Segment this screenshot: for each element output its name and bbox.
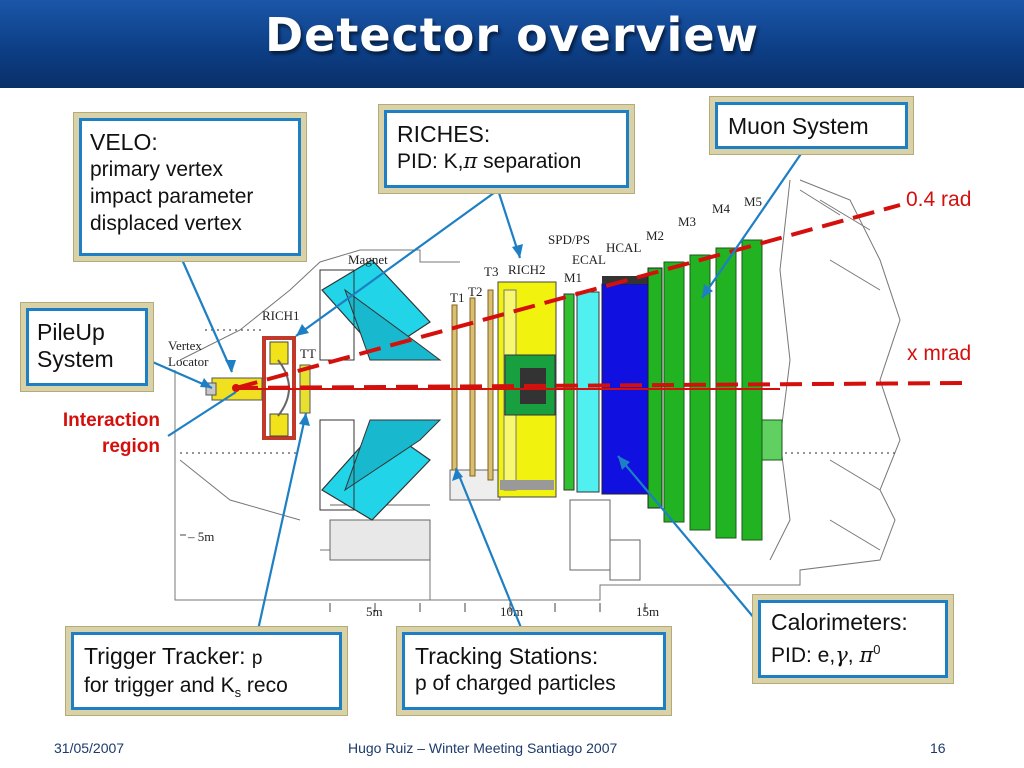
label-rich2: RICH2: [508, 262, 546, 277]
label-m1: M1: [564, 270, 582, 285]
cavern-outline: [174, 179, 901, 601]
label-hcal: HCAL: [606, 240, 641, 255]
pileup-line-1: PileUp: [37, 319, 105, 345]
diagram-text: Magnet RICH1 Vertex Locator TT T1 T2 T3 …: [168, 194, 762, 619]
label-axis-minus5m: – 5m: [187, 529, 214, 544]
tracking-title: Tracking Stations:: [415, 643, 599, 669]
pileup-line-2: System: [37, 346, 114, 372]
calorimeters-callout: Calorimeters: PID: e,γ, π0: [758, 600, 948, 678]
muon-title: Muon System: [728, 113, 869, 139]
m1-station: [563, 293, 575, 491]
label-t3: T3: [484, 264, 498, 279]
p-symbol: p: [251, 648, 263, 669]
trigger-tracker-callout: Trigger Tracker: p for trigger and Ks re…: [71, 632, 342, 710]
spd-ps: [576, 291, 600, 493]
interaction-line-1: Interaction: [62, 410, 160, 431]
velo-title: VELO:: [90, 129, 158, 155]
pi0-symbol: π: [859, 643, 874, 667]
tracking-line-2: p of charged particles: [415, 672, 616, 695]
pointer-arrowheads: [200, 244, 713, 481]
tracking-stations-callout: Tracking Stations: p of charged particle…: [402, 632, 666, 710]
label-magnet: Magnet: [348, 252, 388, 267]
slide-title: Detector overview: [264, 8, 760, 62]
riches-callout: RICHES: PID: K,π separation: [384, 110, 629, 188]
label-axis-5m: 5m: [366, 604, 383, 619]
pileup-callout: PileUp System: [26, 308, 148, 386]
velo-line-3: displaced vertex: [90, 212, 242, 235]
dotted-lines: [180, 329, 895, 454]
riches-title: RICHES:: [397, 121, 491, 147]
callout-pointers: [147, 147, 806, 631]
interaction-region-label: Interaction region: [10, 408, 160, 460]
footer-date: 31/05/2007: [54, 740, 125, 756]
calorimeters-pid: PID: e,γ, π0: [771, 642, 881, 667]
label-m2: M2: [646, 228, 664, 243]
footer-page: 16: [930, 740, 946, 756]
pi-symbol: π: [463, 149, 478, 173]
angle-outer-label: 0.4 rad: [906, 188, 972, 211]
label-rich1: RICH1: [262, 308, 300, 323]
label-m3: M3: [678, 214, 696, 229]
velo-callout: VELO: primary vertex impact parameter di…: [79, 118, 301, 256]
footer-center: Hugo Ruiz – Winter Meeting Santiago 2007: [348, 740, 618, 756]
velo-line-1: primary vertex: [90, 158, 224, 181]
axis-ticks: [180, 534, 646, 612]
riches-pid: PID: K,π separation: [397, 149, 582, 173]
label-m5: M5: [744, 194, 762, 209]
label-m4: M4: [712, 201, 731, 216]
velo-line-2: impact parameter: [90, 185, 254, 208]
label-t2: T2: [468, 284, 482, 299]
label-spd: SPD/PS: [548, 232, 590, 247]
interaction-line-2: region: [101, 436, 160, 457]
label-vertex: Vertex: [168, 338, 202, 353]
acceptance-lines: [235, 203, 966, 390]
trigger-title: Trigger Tracker: p: [84, 643, 263, 669]
label-t1: T1: [450, 290, 464, 305]
magnet: [319, 259, 442, 521]
label-axis-10m: 10m: [500, 604, 523, 619]
calorimeters-title: Calorimeters:: [771, 609, 908, 635]
gamma-symbol: γ: [835, 643, 848, 667]
label-tt: TT: [300, 346, 316, 361]
slide-header: Detector overview: [0, 0, 1024, 88]
trigger-line-2: for trigger and Ks reco: [84, 674, 288, 701]
label-locator: Locator: [168, 354, 209, 369]
angle-inner-label: x mrad: [907, 342, 972, 365]
label-ecal: ECAL: [572, 252, 606, 267]
muon-callout: Muon System: [715, 102, 908, 149]
label-axis-15m: 15m: [636, 604, 659, 619]
muon-stations: [663, 239, 783, 541]
